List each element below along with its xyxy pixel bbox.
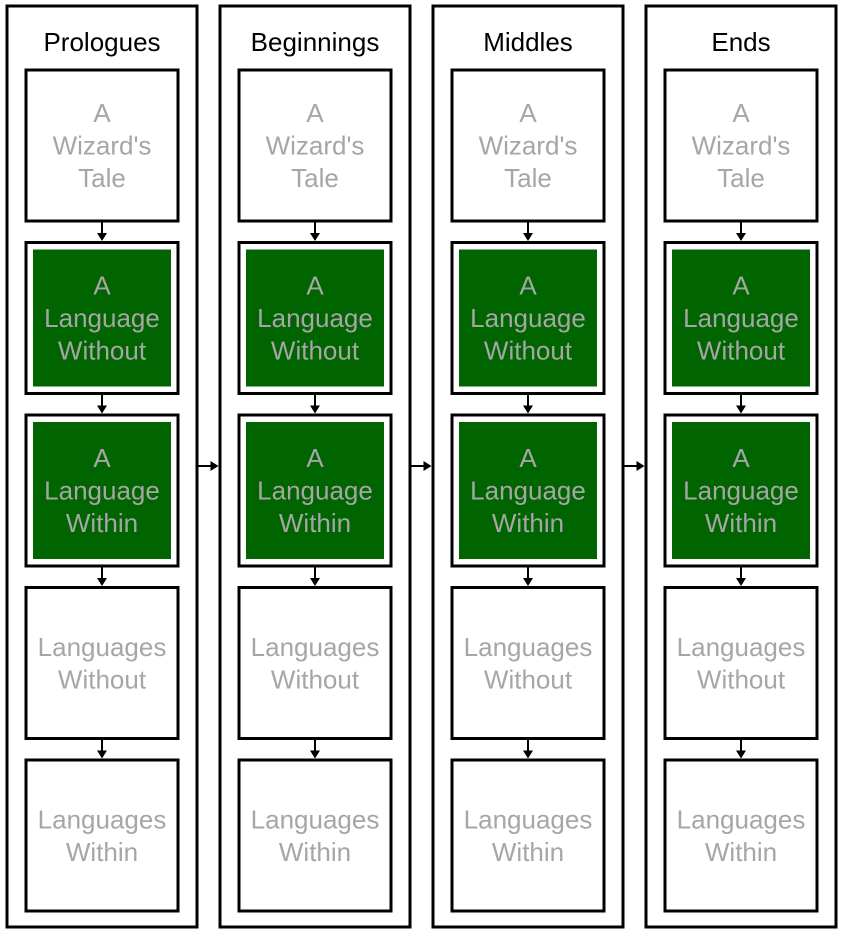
flow-arrow-down-head: [523, 233, 533, 241]
chapter-label: Languages: [464, 632, 593, 662]
flow-arrow-down-head: [736, 233, 746, 241]
chapter-box-highlight: [672, 422, 810, 559]
chapter-box: [450, 68, 606, 223]
flow-arrow-down-head: [310, 750, 320, 759]
chapter-label: Languages: [677, 632, 806, 662]
stage-arrow-right-head: [210, 461, 219, 471]
chapter-box-highlight: [459, 422, 597, 559]
flow-arrow-down-head: [523, 750, 533, 759]
chapter-label: A: [732, 98, 750, 128]
chapter-box-highlight: [672, 249, 810, 387]
flow-arrow-down-head: [523, 578, 533, 586]
chapter-label: Languages: [251, 804, 380, 834]
flow-arrow-down-head: [736, 750, 746, 759]
chapter-label: Wizard's: [53, 131, 152, 161]
chapter-label: Wizard's: [266, 131, 365, 161]
stage-title: Prologues: [43, 27, 160, 57]
chapter-label: Tale: [504, 163, 552, 193]
chapter-label: Tale: [291, 163, 339, 193]
chapter-label: A: [93, 443, 111, 473]
flow-arrow-down-head: [97, 405, 107, 414]
chapter-label: Language: [44, 303, 160, 333]
chapter-label: Language: [257, 476, 373, 506]
chapter-box: [663, 68, 819, 223]
chapter-label: A: [306, 98, 324, 128]
chapter-label: A: [519, 443, 537, 473]
chapter-label: Without: [484, 664, 573, 694]
chapter-label: Within: [492, 508, 564, 538]
flow-arrow-down-head: [97, 578, 107, 586]
chapter-box-highlight: [246, 422, 384, 559]
flow-arrow-down-head: [523, 405, 533, 414]
stage-title: Middles: [483, 27, 573, 57]
chapter-label: Within: [66, 508, 138, 538]
chapter-label: Without: [484, 336, 573, 366]
chapter-label: Without: [271, 336, 360, 366]
chapter-label: Wizard's: [692, 131, 791, 161]
chapter-label: A: [732, 271, 750, 301]
chapter-label: Tale: [717, 163, 765, 193]
chapter-label: Languages: [677, 804, 806, 834]
stage-arrow-right-head: [423, 461, 432, 471]
flow-arrow-down-head: [310, 233, 320, 241]
chapter-box: [24, 68, 180, 223]
chapter-label: Language: [44, 476, 160, 506]
chapter-label: Languages: [38, 804, 167, 834]
chapter-label: A: [519, 271, 537, 301]
chapter-box-highlight: [246, 249, 384, 387]
chapter-box: [24, 586, 180, 740]
chapter-label: Without: [58, 336, 147, 366]
chapter-label: Without: [58, 664, 147, 694]
chapter-label: A: [732, 443, 750, 473]
chapter-label: Without: [697, 664, 786, 694]
chapter-label: Language: [470, 303, 586, 333]
chapter-label: A: [519, 98, 537, 128]
chapter-label: Languages: [251, 632, 380, 662]
chapter-label: Language: [683, 303, 799, 333]
chapter-label: A: [93, 98, 111, 128]
flow-arrow-down-head: [736, 405, 746, 414]
chapter-label: Within: [705, 508, 777, 538]
chapter-label: Languages: [38, 632, 167, 662]
chapter-box: [663, 586, 819, 740]
flow-arrow-down-head: [310, 405, 320, 414]
chapter-label: Language: [683, 476, 799, 506]
chapter-label: Languages: [464, 804, 593, 834]
chapter-box: [450, 586, 606, 740]
stage-arrow-right-head: [636, 461, 645, 471]
chapter-label: A: [306, 271, 324, 301]
stage-title: Beginnings: [251, 27, 380, 57]
chapter-label: Language: [257, 303, 373, 333]
chapter-box-highlight: [459, 249, 597, 387]
chapter-label: Tale: [78, 163, 126, 193]
chapter-label: Without: [271, 664, 360, 694]
chapter-box: [237, 586, 393, 740]
chapter-box: [663, 758, 819, 913]
chapter-label: Within: [279, 837, 351, 867]
stage-title: Ends: [711, 27, 770, 57]
chapter-label: A: [306, 443, 324, 473]
chapter-label: Language: [470, 476, 586, 506]
flow-arrow-down-head: [97, 233, 107, 241]
chapter-label: Within: [705, 837, 777, 867]
flow-arrow-down-head: [97, 750, 107, 759]
chapter-box: [450, 758, 606, 913]
chapter-label: Without: [697, 336, 786, 366]
chapter-label: A: [93, 271, 111, 301]
chapter-box-highlight: [33, 249, 171, 387]
flow-arrow-down-head: [736, 578, 746, 586]
chapter-label: Within: [492, 837, 564, 867]
flow-arrow-down-head: [310, 578, 320, 586]
chapter-label: Within: [66, 837, 138, 867]
chapter-box: [237, 758, 393, 913]
chapter-box: [237, 68, 393, 223]
chapter-box-highlight: [33, 422, 171, 559]
chapter-label: Wizard's: [479, 131, 578, 161]
chapter-box: [24, 758, 180, 913]
chapter-label: Within: [279, 508, 351, 538]
